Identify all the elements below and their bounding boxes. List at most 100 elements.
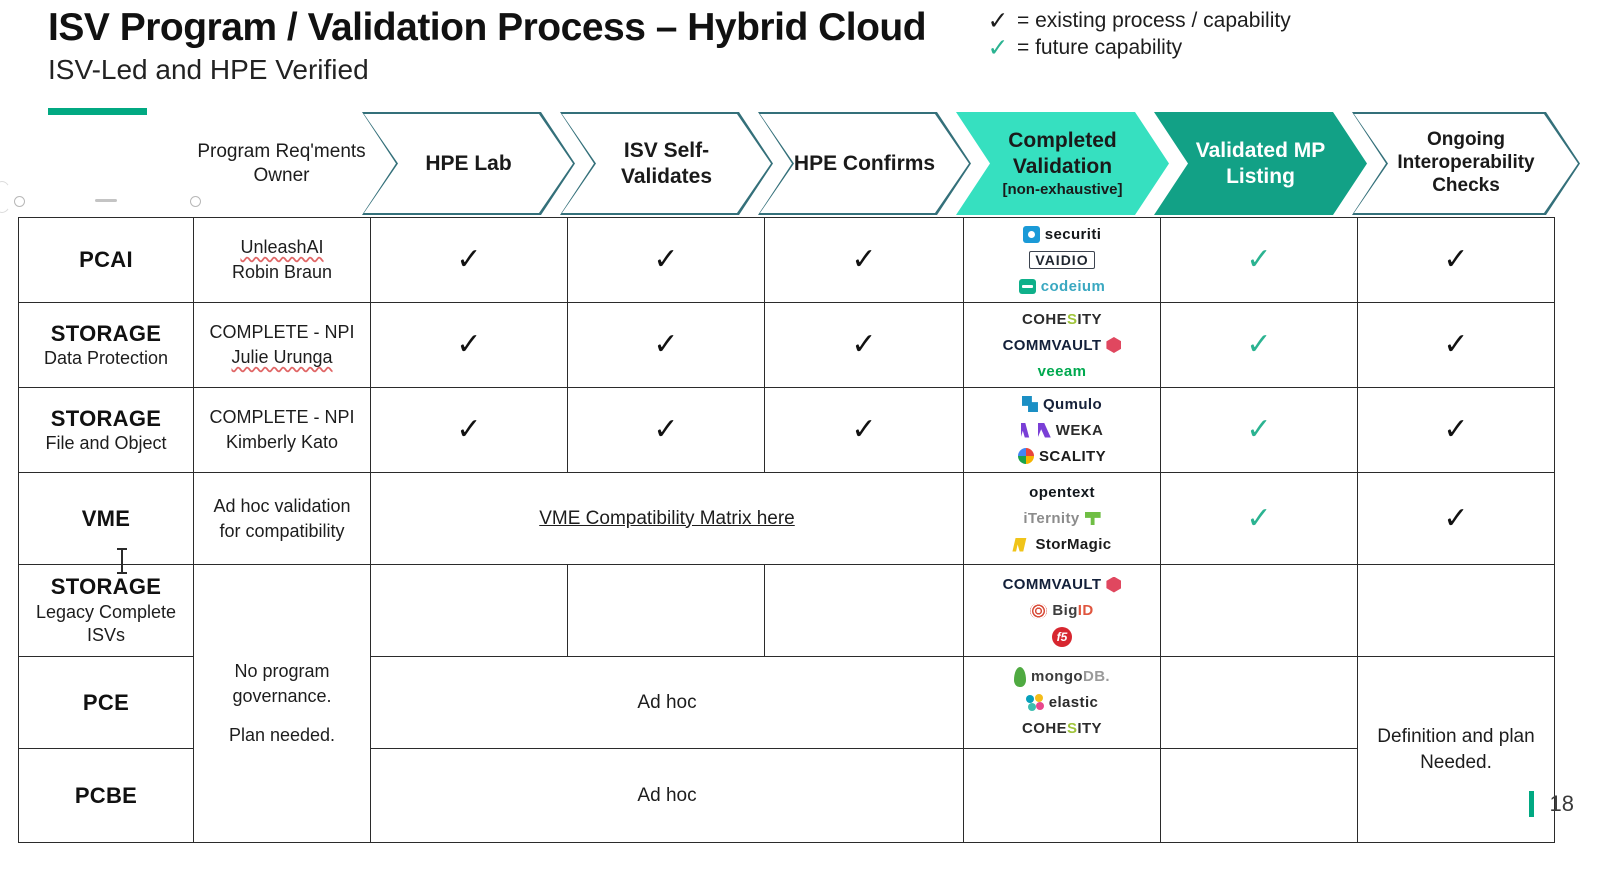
cell-validated-mp bbox=[1160, 748, 1358, 843]
stage-label-line2: Listing bbox=[1226, 164, 1295, 188]
chevron-shape bbox=[1154, 112, 1367, 215]
cell-hpe-lab bbox=[370, 564, 568, 657]
logo-commvault: COMMVAULT bbox=[1003, 575, 1122, 594]
stage-label: Ongoing Interoperability Checks bbox=[1391, 129, 1540, 197]
f5-icon: f5 bbox=[1052, 626, 1072, 647]
owner-person: Julie Urunga bbox=[231, 347, 333, 367]
selection-handle[interactable] bbox=[95, 199, 117, 202]
category-subtitle: File and Object bbox=[45, 433, 167, 454]
table-row-category: STORAGE Legacy Complete ISVs bbox=[18, 564, 194, 657]
cell-validated-mp: ✓ bbox=[1160, 217, 1358, 303]
cell-ad-hoc-pce: Ad hoc bbox=[370, 656, 964, 749]
cell-no-program-governance: No program governance. Plan needed. bbox=[193, 564, 371, 843]
logo-list: Qumulo WEKA SCALITY bbox=[964, 388, 1160, 472]
cell-ongoing: ✓ bbox=[1357, 472, 1555, 565]
scality-icon bbox=[1018, 448, 1035, 464]
logo-list: COMMVAULT BigID f5 bbox=[964, 565, 1160, 656]
chevron-shape bbox=[362, 112, 575, 215]
owner-status: COMPLETE - NPI bbox=[209, 407, 355, 428]
check-icon: ✓ bbox=[851, 242, 877, 277]
owner-cell: COMPLETE - NPI Julie Urunga bbox=[193, 302, 371, 388]
table-row-category: STORAGE Data Protection bbox=[18, 302, 194, 388]
check-icon: ✓ bbox=[1443, 412, 1469, 447]
accent-bar bbox=[48, 108, 147, 115]
category-subtitle: Data Protection bbox=[43, 348, 169, 369]
logo-securiti: securiti bbox=[1022, 225, 1102, 244]
stage-chevron-ongoing-interoperability-checks[interactable]: Ongoing Interoperability Checks bbox=[1352, 112, 1580, 215]
cell-hpe-lab: ✓ bbox=[370, 302, 568, 388]
check-icon: ✓ bbox=[1246, 412, 1272, 447]
logo-label: SCALITY bbox=[1039, 447, 1106, 465]
logo-label: iTernity bbox=[1023, 510, 1080, 527]
cell-isv-self: ✓ bbox=[567, 217, 765, 303]
category-name: STORAGE bbox=[50, 320, 162, 346]
hpe-accent-mark bbox=[1528, 791, 1534, 817]
selection-handle[interactable] bbox=[14, 196, 25, 207]
cell-validated-mp bbox=[1160, 656, 1358, 749]
category-name: PCBE bbox=[74, 782, 138, 808]
stage-chevron-hpe-lab[interactable]: HPE Lab bbox=[362, 112, 575, 215]
check-icon: ✓ bbox=[456, 242, 482, 277]
stage-label-line1: ISV Self- bbox=[623, 139, 710, 163]
legend-label: = future capability bbox=[1017, 35, 1183, 59]
legend-item-future: ✓ = future capability bbox=[985, 35, 1291, 60]
logo-cohesity: COHESITY bbox=[1022, 719, 1102, 738]
logo-mongodb: mongoDB. bbox=[1013, 666, 1111, 687]
logo-cohesity: COHESITY bbox=[1022, 310, 1102, 329]
check-icon: ✓ bbox=[1246, 242, 1272, 277]
table-row-category: VME bbox=[18, 472, 194, 565]
logo-scality: SCALITY bbox=[1018, 447, 1106, 466]
cell-isv-self: ✓ bbox=[567, 387, 765, 473]
cell-ongoing: ✓ bbox=[1357, 217, 1555, 303]
cell-hpe-confirms: ✓ bbox=[764, 387, 964, 473]
logo-label: veeam bbox=[1037, 362, 1087, 380]
stage-chevron-hpe-confirms[interactable]: HPE Confirms bbox=[758, 112, 971, 215]
category-name: STORAGE bbox=[50, 405, 162, 431]
stage-label: HPE Lab bbox=[425, 151, 512, 175]
legend: ✓ = existing process / capability ✓ = fu… bbox=[985, 8, 1291, 62]
logo-stormagic: StorMagic bbox=[1012, 535, 1111, 554]
logo-veeam: veeam bbox=[1038, 362, 1087, 381]
logo-opentext: opentext bbox=[1029, 483, 1095, 502]
commvault-icon bbox=[1106, 576, 1122, 593]
check-icon: ✓ bbox=[456, 327, 482, 362]
owner-person: Robin Braun bbox=[231, 262, 333, 282]
owner-text: Ad hoc validation for compatibility bbox=[213, 494, 350, 544]
table-row-category: PCBE bbox=[18, 748, 194, 843]
rotation-handle[interactable] bbox=[0, 181, 12, 213]
category-sub-line1: Legacy Complete bbox=[35, 601, 177, 622]
owner-text: UnleashAI Robin Braun bbox=[232, 235, 332, 285]
check-icon: ✓ bbox=[1443, 327, 1469, 362]
stage-chevron-validated-mp-listing[interactable]: Validated MP Listing bbox=[1154, 112, 1367, 215]
owner-label-line2: Owner bbox=[253, 164, 310, 186]
stage-chevron-completed-validation[interactable]: Completed Validation [non-exhaustive] bbox=[956, 112, 1169, 215]
compatibility-matrix-link[interactable]: VME Compatibility Matrix here bbox=[539, 507, 795, 529]
check-icon: ✓ bbox=[987, 33, 1009, 62]
owner-label-line1: Program Req'ments bbox=[197, 141, 366, 163]
logo-list: COHESITY COMMVAULT veeam bbox=[964, 303, 1160, 387]
cell-isv-self: ✓ bbox=[567, 302, 765, 388]
owner-status-line2: for compatibility bbox=[219, 520, 345, 541]
logo-iternity: iTernity bbox=[1023, 509, 1101, 528]
logo-elastic: elastic bbox=[1025, 693, 1099, 712]
category-name: STORAGE bbox=[50, 574, 162, 600]
elastic-icon bbox=[1025, 694, 1044, 711]
stage-label-line1: Completed bbox=[1008, 129, 1117, 153]
weka-icon bbox=[1037, 422, 1051, 438]
cell-vme-compatibility-matrix[interactable]: VME Compatibility Matrix here bbox=[370, 472, 964, 565]
governance-line1: No program bbox=[234, 661, 330, 682]
stage-chevron-isv-self-validates[interactable]: ISV Self- Validates bbox=[560, 112, 773, 215]
logo-list: opentext iTernity StorMagic bbox=[964, 473, 1160, 564]
selection-handle[interactable] bbox=[190, 196, 201, 207]
logo-label: mongoDB. bbox=[1030, 668, 1111, 685]
category-name: PCAI bbox=[79, 247, 133, 273]
category-sub-line2: ISVs bbox=[86, 625, 125, 646]
cell-hpe-confirms: ✓ bbox=[764, 217, 964, 303]
logo-label: BigID bbox=[1052, 602, 1094, 619]
definition-text: Definition and plan Needed. bbox=[1377, 724, 1534, 775]
stage-label: HPE Confirms bbox=[793, 151, 936, 175]
cell-ongoing bbox=[1357, 564, 1555, 657]
weka-icon bbox=[1020, 422, 1030, 438]
owner-company: UnleashAI bbox=[240, 237, 324, 258]
